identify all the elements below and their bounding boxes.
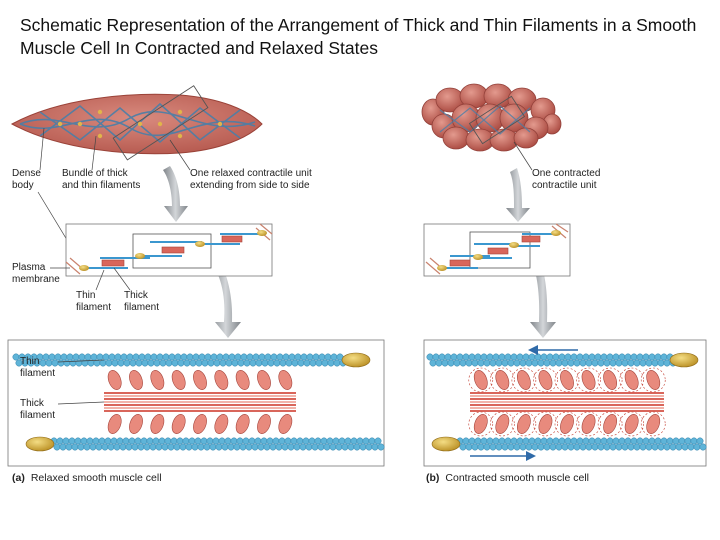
contracted-unit-box xyxy=(423,223,571,277)
slide-arrow-right xyxy=(470,451,536,461)
caption-relaxed-letter: (a) xyxy=(12,472,25,484)
contracted-filament-panel xyxy=(423,339,707,467)
caption-relaxed: (a) Relaxed smooth muscle cell xyxy=(12,472,162,484)
caption-relaxed-text: Relaxed smooth muscle cell xyxy=(30,472,162,484)
slide-arrow-left xyxy=(528,345,578,355)
contracted-cell xyxy=(421,83,562,152)
relaxed-cell xyxy=(10,85,263,161)
figure-title: Schematic Representation of the Arrangem… xyxy=(20,15,697,58)
leader-lines-middle xyxy=(50,267,131,291)
gray-arrow-2 xyxy=(506,168,530,222)
relaxed-filament-panel xyxy=(7,339,385,467)
gray-arrow-1 xyxy=(163,166,188,222)
gray-arrow-4 xyxy=(530,258,556,338)
caption-contracted-text: Contracted smooth muscle cell xyxy=(445,472,589,484)
leader-lines-top xyxy=(37,127,533,269)
caption-contracted-letter: (b) xyxy=(426,472,440,484)
gray-arrow-3 xyxy=(210,256,241,338)
caption-contracted: (b) Contracted smooth muscle cell xyxy=(426,472,589,484)
relaxed-unit-box xyxy=(65,223,273,277)
